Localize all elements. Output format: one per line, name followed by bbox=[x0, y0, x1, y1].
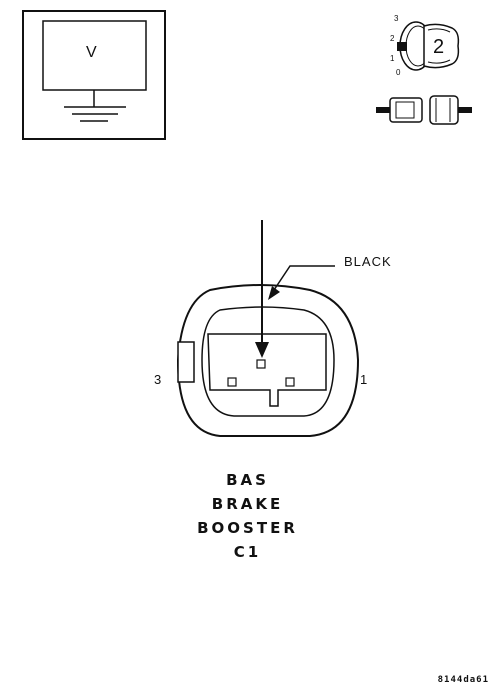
switch-position-label: 0 bbox=[396, 68, 401, 77]
figure-code: 8144da61 bbox=[437, 675, 489, 685]
ignition-key-icon: 3 2 1 0 2 bbox=[388, 14, 468, 80]
connector-plug-icon bbox=[374, 88, 474, 132]
wire-color-label: BLACK bbox=[344, 254, 392, 269]
meter-symbol: V bbox=[86, 44, 97, 61]
connector-title: BAS BRAKE BOOSTER C1 bbox=[0, 468, 495, 564]
connector-face-diagram bbox=[150, 210, 390, 450]
switch-position-label: 2 bbox=[390, 34, 395, 43]
pin-label-right: 1 bbox=[360, 372, 368, 387]
connector-title-line: C1 bbox=[233, 543, 262, 561]
switch-position-label: 3 bbox=[394, 14, 399, 23]
connector-title-line: BRAKE bbox=[211, 495, 284, 513]
switch-selected-position: 2 bbox=[433, 36, 445, 58]
pin-label-left: 3 bbox=[154, 372, 162, 387]
connector-title-line: BOOSTER bbox=[197, 519, 298, 537]
switch-position-label: 1 bbox=[390, 54, 395, 63]
connector-title-line: BAS bbox=[226, 471, 269, 489]
voltmeter-icon: V bbox=[22, 10, 166, 140]
